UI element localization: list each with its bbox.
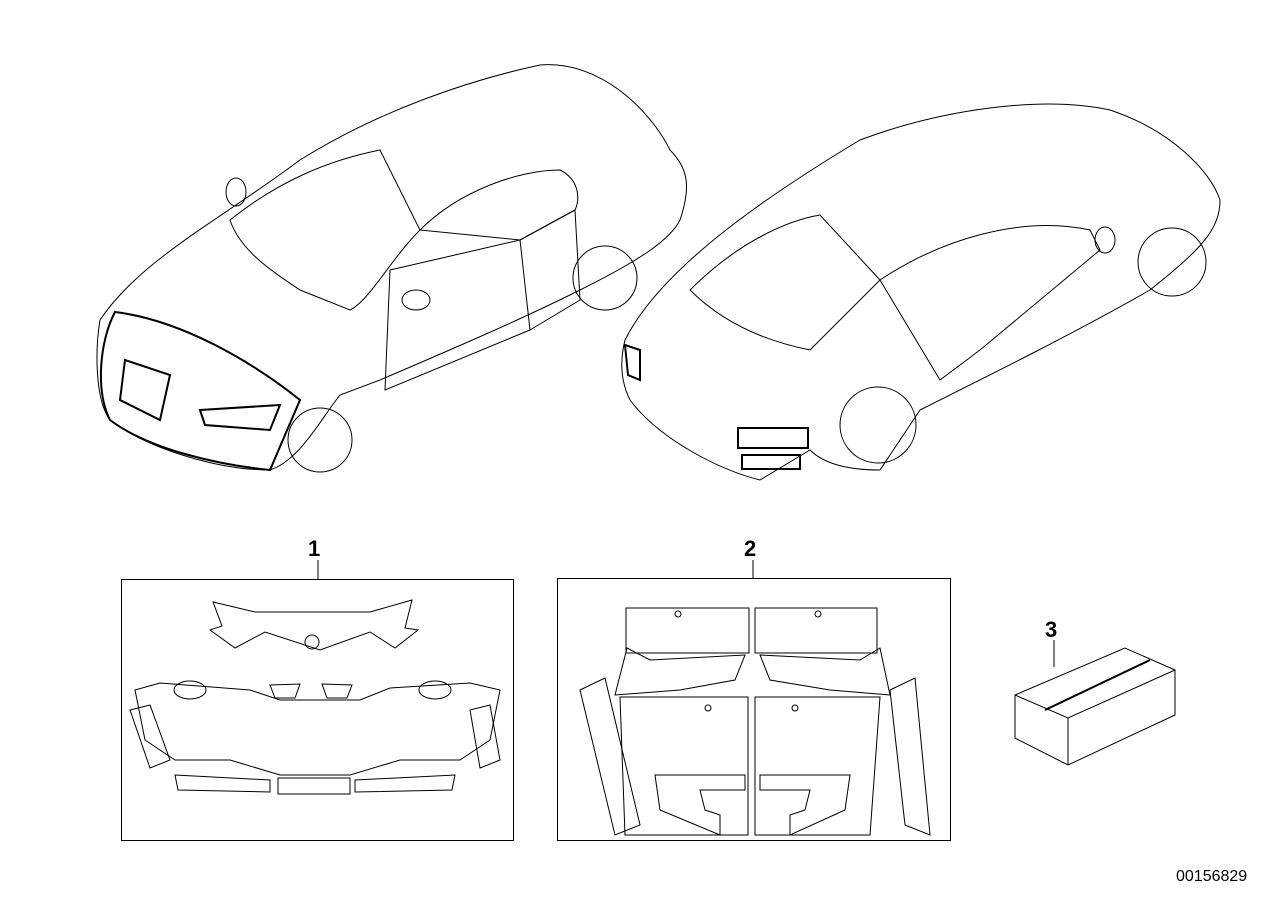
callout-3: 3 <box>1045 617 1058 642</box>
document-number: 00156829 <box>1176 868 1248 885</box>
callout-2: 2 <box>744 536 757 561</box>
car-front-view <box>96 64 688 473</box>
kit-2-rear-film-set <box>557 560 951 841</box>
kit-3-package-box <box>1014 640 1176 766</box>
kit-1-front-film-set <box>121 560 514 841</box>
car-rear-view <box>621 103 1221 481</box>
callout-1: 1 <box>308 536 321 561</box>
